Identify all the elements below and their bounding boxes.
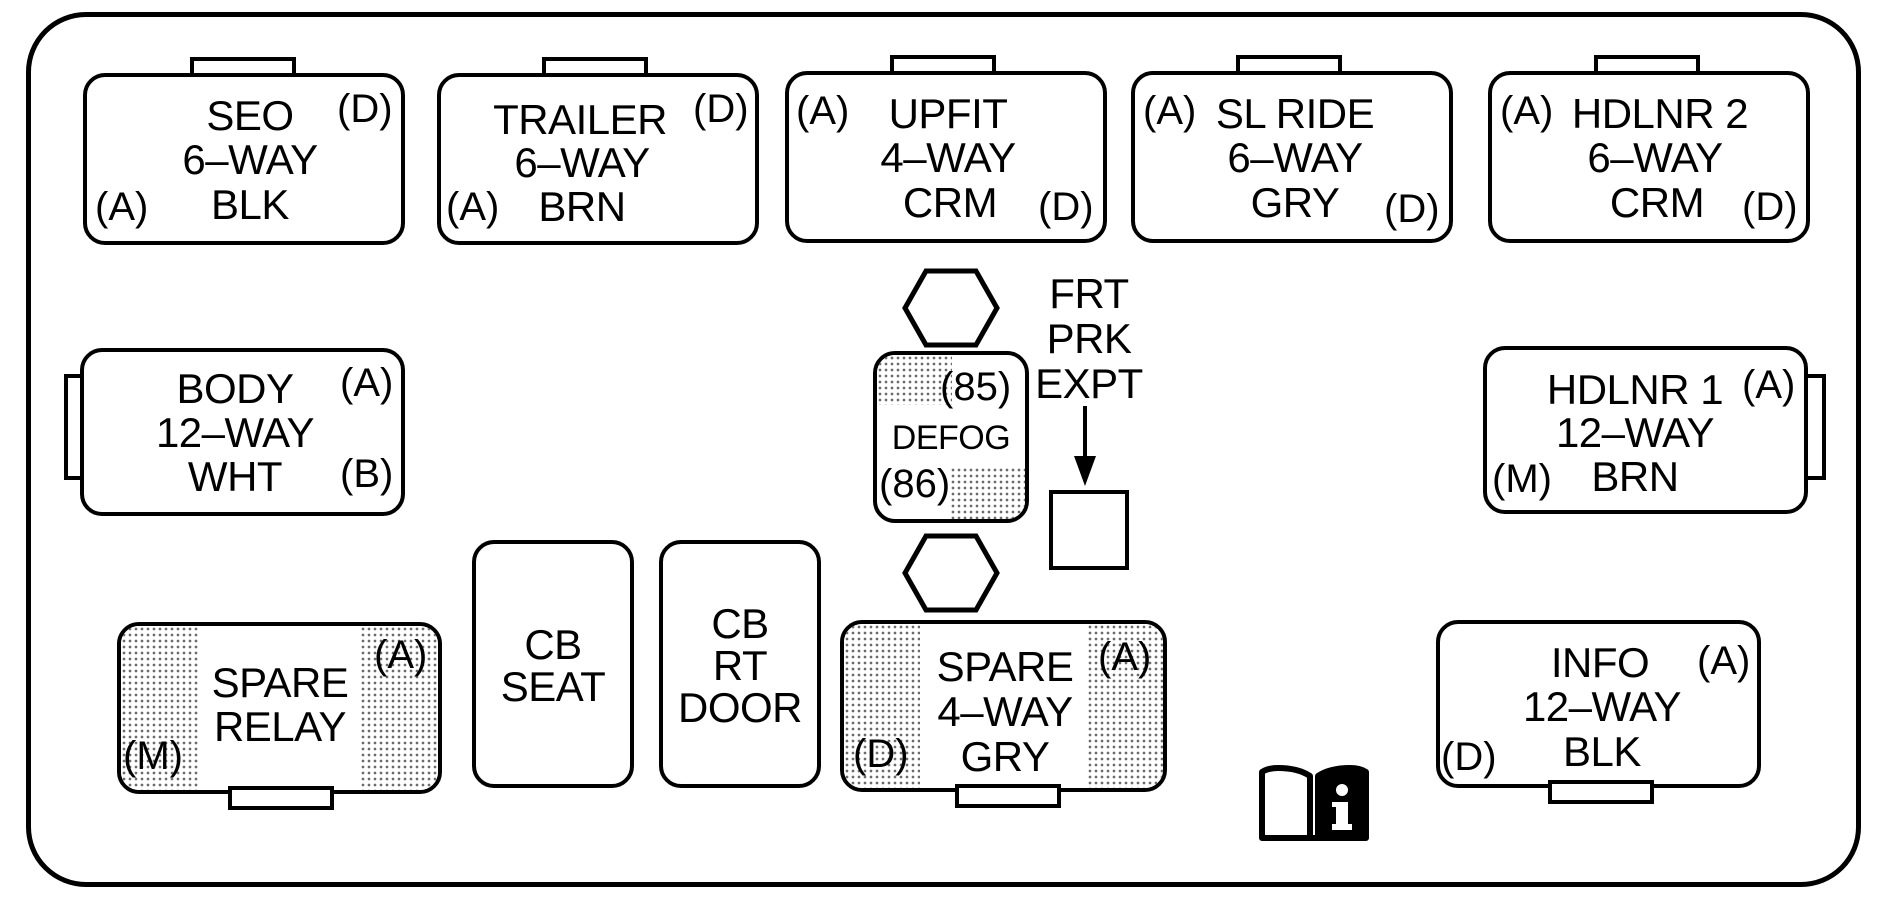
upfit-connector[interactable] [785, 71, 1107, 243]
spare-relay[interactable] [117, 622, 442, 794]
upfit-connector-color: CRM [902, 179, 998, 226]
info-connector-color: BLK [1563, 728, 1641, 775]
frt-prk-expt-line1: FRT [1049, 270, 1129, 317]
seo-connector[interactable] [83, 73, 405, 245]
spare-4way-color: GRY [960, 733, 1050, 780]
spare-relay-pin-a: (A) [374, 633, 428, 677]
hdlnr2-connector-name: HDLNR 2 [1571, 90, 1749, 137]
cb-seat-breaker[interactable] [472, 540, 634, 788]
spare-4way-ways: 4–WAY [937, 688, 1073, 735]
spare-4way-pin-d: (D) [853, 732, 909, 776]
hdlnr2-connector[interactable] [1488, 71, 1810, 243]
hdlnr2-connector-ways: 6–WAY [1587, 134, 1723, 181]
info-connector-ways: 12–WAY [1522, 683, 1682, 730]
sl-ride-connector-color: GRY [1250, 179, 1340, 226]
sl-ride-pin-d: (D) [1384, 187, 1440, 231]
seo-connector-name: SEO [206, 92, 294, 139]
info-pin-d: (D) [1441, 735, 1497, 779]
info-connector[interactable] [1436, 620, 1761, 788]
upfit-connector-ways: 4–WAY [880, 134, 1016, 181]
spare-4way-connector[interactable] [840, 620, 1167, 792]
info-connector-latch [1548, 780, 1654, 804]
hexagon-nut-icon [902, 533, 1000, 613]
hdlnr1-connector-color: BRN [1591, 453, 1679, 500]
trailer-connector-ways: 6–WAY [514, 139, 650, 186]
body-pin-a: (A) [340, 361, 394, 405]
upfit-pin-d: (D) [1038, 185, 1094, 229]
spare-relay-shading-right [360, 626, 438, 790]
hdlnr1-pin-a: (A) [1742, 363, 1796, 407]
spare-4way-shading-right [1087, 624, 1163, 788]
hdlnr2-pin-d: (D) [1742, 185, 1798, 229]
trailer-connector-color: BRN [538, 183, 626, 230]
frt-prk-expt-line2: PRK [1046, 315, 1132, 362]
sl-ride-connector-name: SL RIDE [1215, 90, 1375, 137]
body-connector-color: WHT [187, 453, 283, 500]
frt-prk-expt-line3: EXPT [1035, 360, 1143, 407]
spare-4way-latch [955, 784, 1061, 808]
hdlnr1-pin-m: (M) [1492, 457, 1552, 501]
hexagon-nut-icon [902, 268, 1000, 348]
defog-relay[interactable] [873, 351, 1029, 523]
hdlnr1-connector-ways: 12–WAY [1555, 409, 1715, 456]
defog-relay-label: DEFOG [891, 419, 1011, 457]
spare-4way-pin-a: (A) [1098, 635, 1152, 679]
trailer-pin-d: (D) [693, 87, 749, 131]
body-connector[interactable] [80, 348, 405, 516]
spare-relay-pin-m: (M) [123, 734, 183, 778]
spare-4way-name: SPARE [936, 643, 1074, 690]
seo-pin-d: (D) [337, 87, 393, 131]
owner-manual-info-icon [1259, 765, 1369, 841]
defog-relay-shading-top [877, 355, 952, 405]
cb-seat-line1: CB [524, 621, 582, 668]
spare-relay-latch [228, 786, 334, 810]
sl-ride-connector[interactable] [1131, 71, 1453, 243]
body-connector-name: BODY [176, 365, 294, 412]
down-arrow-icon [1074, 406, 1096, 486]
defog-pin-86: (86) [879, 462, 951, 506]
upfit-connector-name: UPFIT [888, 90, 1008, 137]
defog-relay-shading-bottom [950, 467, 1025, 519]
sl-ride-connector-ways: 6–WAY [1227, 134, 1363, 181]
trailer-pin-a: (A) [446, 185, 500, 229]
trailer-connector-name: TRAILER [493, 96, 667, 143]
cb-seat-line2: SEAT [500, 663, 606, 710]
defog-pin-85: (85) [940, 365, 1012, 409]
cb-rt-door-line3: DOOR [678, 684, 803, 731]
hdlnr2-pin-a: (A) [1500, 89, 1554, 133]
seo-connector-color: BLK [211, 181, 289, 228]
spare-4way-shading-left [844, 624, 920, 788]
body-connector-ways: 12–WAY [155, 409, 315, 456]
hdlnr2-connector-color: CRM [1609, 179, 1705, 226]
frt-prk-expt-fuse-slot[interactable] [1049, 490, 1129, 570]
hdlnr1-connector-name: HDLNR 1 [1546, 366, 1724, 413]
info-pin-a: (A) [1697, 639, 1751, 683]
seo-connector-ways: 6–WAY [182, 136, 318, 183]
hdlnr1-connector[interactable] [1483, 346, 1808, 514]
spare-relay-line2: RELAY [213, 703, 347, 750]
seo-pin-a: (A) [95, 185, 149, 229]
cb-rt-door-line1: CB [711, 600, 769, 647]
body-pin-b: (B) [340, 452, 394, 496]
spare-relay-line1: SPARE [211, 659, 349, 706]
spare-relay-shading-left [121, 626, 199, 790]
upfit-pin-a: (A) [796, 89, 850, 133]
cb-rt-door-line2: RT [712, 642, 768, 689]
sl-ride-pin-a: (A) [1143, 89, 1197, 133]
cb-rt-door-breaker[interactable] [659, 540, 821, 788]
trailer-connector[interactable] [437, 73, 759, 245]
info-connector-name: INFO [1550, 639, 1650, 686]
